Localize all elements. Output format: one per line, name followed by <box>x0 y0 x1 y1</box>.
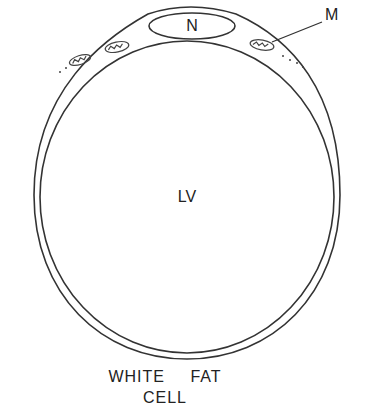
caption: WHITE FAT CELL <box>75 366 255 408</box>
leader-line <box>272 22 322 42</box>
part-label: M <box>324 6 339 24</box>
node-label: LV <box>178 188 196 206</box>
node-label: N <box>186 17 198 35</box>
nucleus: N <box>148 12 236 40</box>
cytoplasm-dots <box>59 55 304 73</box>
cell-membrane <box>34 7 340 359</box>
lipid-vacuole: LV <box>39 40 335 354</box>
